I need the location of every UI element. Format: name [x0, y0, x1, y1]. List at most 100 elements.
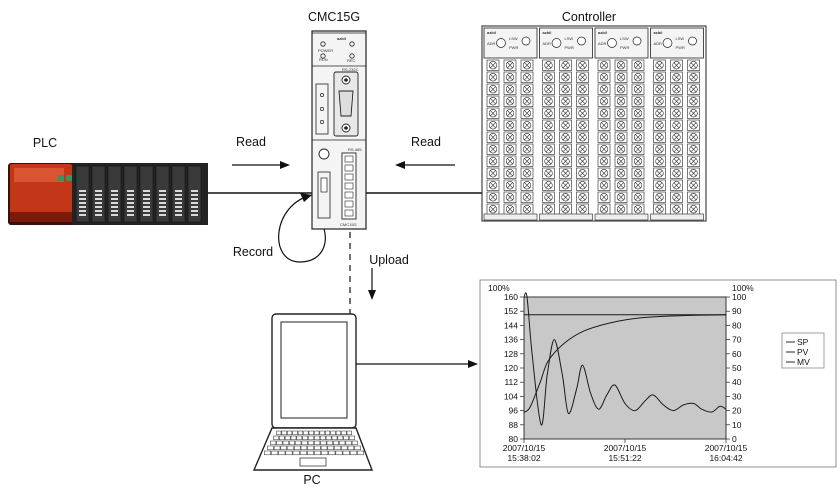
controller-screw-slot — [601, 62, 607, 69]
right-tick-label: 60 — [732, 349, 742, 359]
plc-io-led — [95, 202, 102, 204]
controller-screw-slot — [635, 74, 641, 81]
controller-screw-slot — [524, 146, 530, 153]
laptop-key — [292, 430, 298, 436]
controller-screw-slot — [545, 110, 552, 117]
controller-screw-slot — [601, 134, 607, 141]
controller-screw-slot — [673, 86, 680, 93]
controller-screw-slot — [490, 206, 496, 213]
controller-screw-slot — [656, 134, 663, 141]
controller-screw-slot — [618, 146, 624, 153]
controller-screw-slot — [673, 194, 680, 201]
laptop-key — [287, 430, 293, 436]
controller-screw-slot — [562, 110, 569, 117]
x-tick-date: 2007/10/15 — [604, 443, 647, 453]
controller-screw-slot — [690, 146, 697, 153]
laptop-key — [308, 430, 314, 436]
plc-io-led — [127, 214, 134, 216]
record-arrowhead — [300, 193, 312, 202]
run-text: RUN — [319, 57, 328, 62]
controller-brand: azbil — [487, 30, 496, 35]
left-tick-label: 104 — [504, 391, 518, 401]
right-tick-label: 0 — [732, 434, 737, 444]
series-pv-line — [523, 314, 727, 413]
plc-io-led — [95, 190, 102, 192]
legend-label-mv: MV — [797, 357, 810, 367]
controller-screw-slot — [601, 146, 607, 153]
laptop-key — [341, 430, 347, 436]
controller-screw-slot — [545, 194, 552, 201]
controller-pwr-text: PWR — [565, 45, 574, 50]
left-tick-label: 152 — [504, 306, 518, 316]
record-loop-arrow — [278, 194, 326, 263]
model-text: CMC15G — [340, 222, 357, 227]
controller-pwr-text: PWR — [620, 45, 629, 50]
controller-screw-slot — [635, 194, 641, 201]
controller-screw-slot — [656, 194, 663, 201]
controller-screw-slot — [656, 122, 663, 129]
controller-screw-slot — [635, 122, 641, 129]
controller-screw-slot — [673, 134, 680, 141]
controller-screw-slot — [562, 206, 569, 213]
controller-lsw-text: LSW — [620, 36, 629, 41]
laptop-key — [267, 445, 274, 451]
plc-io-led — [159, 214, 166, 216]
controller-screw-slot — [673, 170, 680, 177]
controller-screw-slot — [601, 110, 607, 117]
controller-screw-slot — [562, 194, 569, 201]
cmc-memory-slot — [318, 148, 330, 160]
controller-screw-slot — [524, 110, 530, 117]
laptop-key — [307, 440, 314, 446]
plc-io-led — [79, 214, 86, 216]
laptop-key — [296, 435, 303, 441]
cmc-terminal-screw — [344, 164, 354, 172]
laptop-key — [264, 450, 271, 456]
controller-screw-slot — [635, 98, 641, 105]
laptop-key — [302, 435, 308, 441]
controller-screw-slot — [635, 206, 641, 213]
laptop-key — [297, 430, 303, 436]
controller-loader-port — [521, 36, 531, 46]
plc-io-led — [191, 202, 198, 204]
controller-screw-slot — [545, 182, 552, 189]
upload-arrowhead — [368, 290, 376, 300]
controller-screw-slot — [579, 194, 586, 201]
x-tick-date: 2007/10/15 — [705, 443, 748, 453]
plc-io-led — [79, 210, 86, 212]
laptop-key — [339, 440, 346, 446]
controller-screw-slot — [524, 62, 530, 69]
upload-label: Upload — [369, 253, 409, 267]
laptop-key — [335, 430, 341, 436]
plc-io-led — [95, 206, 102, 208]
plc-io-led — [111, 210, 118, 212]
laptop-key — [295, 440, 302, 446]
laptop-key — [326, 440, 333, 446]
controller-screw-slot — [690, 86, 697, 93]
laptop-key — [343, 435, 349, 441]
controller-screw-slot — [524, 134, 530, 141]
laptop-key — [325, 430, 331, 436]
controller-screw-slot — [524, 86, 530, 93]
controller-screw-slot — [524, 194, 530, 201]
read-right-label: Read — [411, 135, 441, 149]
laptop-key — [331, 435, 338, 441]
plc-io-led — [143, 202, 150, 204]
controller-screw-slot — [507, 62, 513, 69]
laptop-key — [321, 450, 329, 456]
controller-screw-slot — [545, 170, 552, 177]
controller-screw-slot — [524, 74, 530, 81]
trend-chart: 100% 100% 160152144136128120112104968880… — [479, 279, 837, 468]
laptop-key — [278, 450, 286, 456]
dip-switch — [315, 83, 329, 135]
controller-screw-slot — [562, 158, 569, 165]
controller-brand: azbil — [654, 30, 663, 35]
legend-box — [781, 332, 825, 369]
plc-io-led — [159, 194, 166, 196]
controller-screw-slot — [618, 122, 624, 129]
plc-io-led — [127, 210, 134, 212]
plc-io-led — [95, 194, 102, 196]
controller-screw-slot — [673, 98, 680, 105]
controller-address-dial — [607, 38, 617, 48]
controller-pwr-text: PWR — [509, 45, 518, 50]
plc-io-led — [79, 202, 86, 204]
